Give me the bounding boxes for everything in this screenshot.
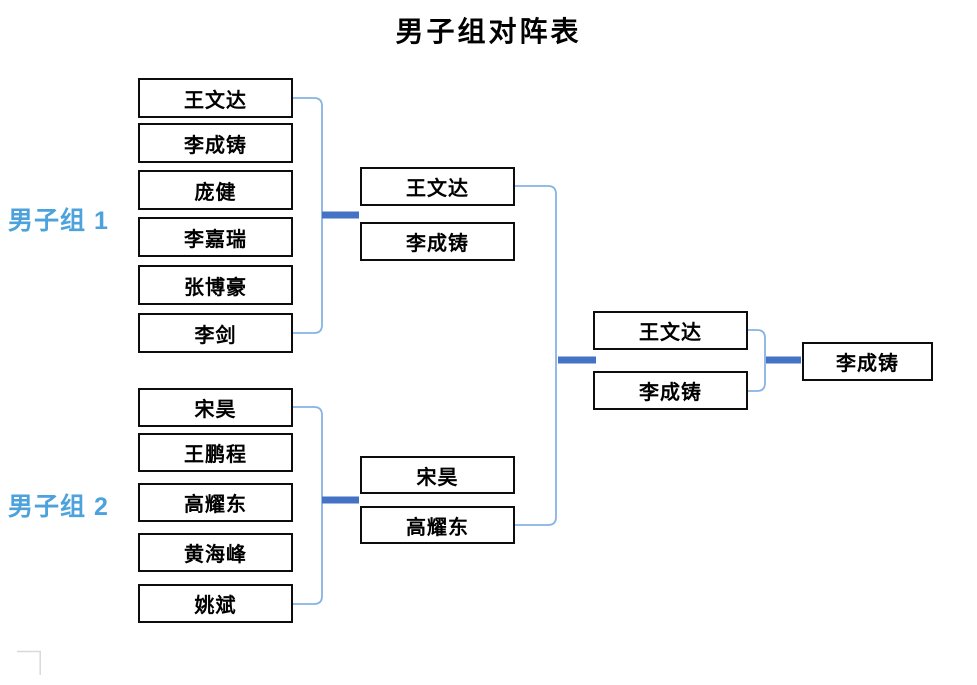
group1-player-5-box: 张博豪 <box>138 265 293 305</box>
group1-bracket-line <box>293 97 323 334</box>
group2-bracket-line <box>293 406 323 605</box>
semifinal-bracket-line <box>515 185 557 526</box>
group1-player-4-box: 李嘉瑞 <box>138 217 293 257</box>
group1-player-6-box: 李剑 <box>138 313 293 353</box>
page-title: 男子组对阵表 <box>395 16 582 47</box>
round2-match1-player-2-box: 李成铸 <box>360 222 515 261</box>
final-player-1-box: 王文达 <box>593 311 748 350</box>
group2-label: 男子组 2 <box>8 493 109 521</box>
group2-player-4-box: 黄海峰 <box>138 533 293 572</box>
group2-player-1-box: 宋昊 <box>138 388 293 427</box>
corner-mark <box>17 650 41 675</box>
champion-box: 李成铸 <box>802 342 933 381</box>
group1-player-2-box: 李成铸 <box>138 123 293 163</box>
group1-player-1-box: 王文达 <box>138 78 293 118</box>
group1-player-3-box: 庞健 <box>138 170 293 210</box>
round2-match1-player-1-box: 王文达 <box>360 167 515 206</box>
final-player-2-box: 李成铸 <box>593 371 748 410</box>
group2-player-5-box: 姚斌 <box>138 584 293 623</box>
round2-match2-player-2-box: 高耀东 <box>360 506 515 544</box>
group1-label: 男子组 1 <box>8 207 109 235</box>
group2-player-3-box: 高耀东 <box>138 483 293 522</box>
final-bracket-line <box>748 329 766 392</box>
group2-player-2-box: 王鹏程 <box>138 433 293 472</box>
round2-match2-player-1-box: 宋昊 <box>360 456 515 494</box>
